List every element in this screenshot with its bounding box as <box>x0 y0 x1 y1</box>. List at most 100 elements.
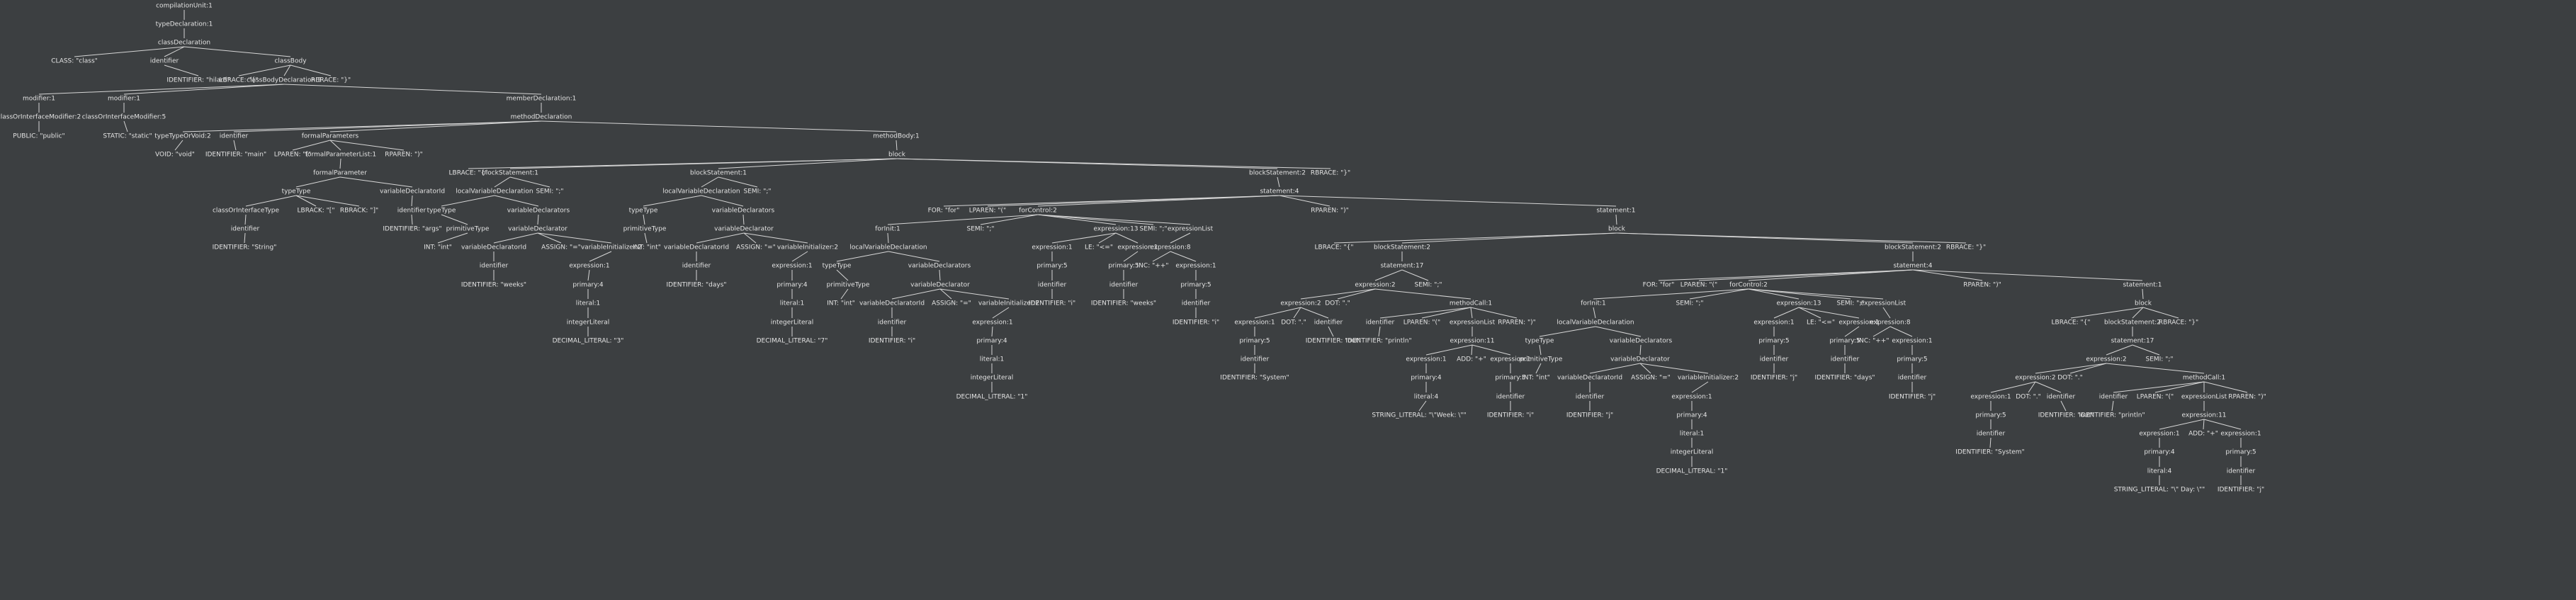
tree-node-label: LPAREN: "(" <box>274 152 311 159</box>
tree-node-label: expression:1 <box>1406 356 1446 363</box>
tree-node-label: FOR: "for" <box>1643 282 1675 289</box>
tree-node-label: identifier <box>2047 394 2076 401</box>
tree-edge <box>1037 214 1117 225</box>
tree-edge <box>74 46 185 57</box>
tree-node-label: localVariableDeclaration <box>849 244 927 251</box>
tree-edge <box>939 288 952 300</box>
tree-node-label: VOID: "void" <box>155 152 195 159</box>
tree-node-label: methodBody:1 <box>873 133 920 140</box>
tree-node-label: IDENTIFIER: "out" <box>2038 412 2094 419</box>
tree-node-label: localVariableDeclaration <box>662 188 740 196</box>
tree-node-label: IDENTIFIER: "days" <box>666 282 726 289</box>
tree-edge <box>329 140 405 151</box>
tree-node-label: ASSIGN: "=" <box>1631 375 1671 382</box>
tree-edge <box>541 120 897 132</box>
tree-edge <box>1470 307 1518 319</box>
tree-node-label: CLASS: "class" <box>51 58 98 65</box>
tree-edge <box>742 214 745 225</box>
tree-edge <box>1639 344 1642 356</box>
tree-node-label: primitiveType <box>446 226 490 233</box>
tree-edge <box>1616 232 1967 244</box>
tree-node-label: RBRACE: "}" <box>2159 319 2198 327</box>
tree-node-label: expressionList <box>1168 226 1214 233</box>
tree-edge <box>38 84 285 95</box>
tree-node-label: RPAREN: ")" <box>385 152 423 159</box>
tree-node-label: SEMI: ";" <box>743 188 771 196</box>
tree-node-label: forInit:1 <box>1581 300 1606 307</box>
tree-node-label: expression:11 <box>2181 412 2226 419</box>
tree-node-label: primary:5 <box>1495 375 1525 382</box>
tree-node-label: primary:4 <box>572 282 604 289</box>
tree-node-label: LE: "<=" <box>1085 244 1113 251</box>
tree-node-label: expression:11 <box>1450 338 1494 345</box>
tree-edge <box>509 158 898 169</box>
tree-edge <box>1798 307 1821 319</box>
tree-node-label: primary:4 <box>1411 375 1442 382</box>
tree-node-label: IDENTIFIER: "i" <box>869 338 915 345</box>
tree-node-label: IDENTIFIER: "j" <box>2218 487 2264 494</box>
tree-node-label: primary:5 <box>1239 338 1270 345</box>
tree-edge <box>295 195 317 207</box>
tree-node-label: expression:13 <box>1776 300 1821 307</box>
tree-node-label: classOrInterfaceType <box>213 208 280 215</box>
tree-edge <box>896 140 898 151</box>
tree-node-label: classBody <box>274 58 307 65</box>
tree-node-label: classDeclaration <box>158 40 210 47</box>
tree-edge <box>2035 363 2107 374</box>
tree-node-label: statement:4 <box>1260 188 1299 196</box>
tree-edge <box>1593 288 1749 300</box>
tree-node-label: literal:1 <box>780 300 805 307</box>
tree-node-label: expression:13 <box>1093 226 1138 233</box>
tree-node-label: STATIC: "static" <box>103 133 152 140</box>
tree-edge <box>174 140 183 151</box>
tree-node-label: variableDeclaratorId <box>859 300 925 307</box>
tree-node-label: literal:1 <box>1680 431 1705 438</box>
tree-edge <box>1912 269 2143 281</box>
tree-edge <box>1748 288 1884 300</box>
tree-edge <box>245 195 297 207</box>
tree-node-label: identifier <box>878 319 907 327</box>
tree-edge <box>1115 232 1139 244</box>
tree-node-label: integerLiteral <box>771 319 814 327</box>
tree-edge <box>339 158 341 169</box>
tree-edge <box>718 176 758 188</box>
tree-node-label: LBRACE: "{" <box>449 170 488 177</box>
tree-edge <box>887 214 1039 225</box>
tree-node-label: variableDeclaratorId <box>380 188 445 196</box>
tree-node-label: DOT: "." <box>2057 375 2083 382</box>
tree-edge <box>1051 232 1117 244</box>
tree-node-label: identifier <box>1977 431 2006 438</box>
tree-node-label: INT: "int" <box>424 244 452 251</box>
tree-node-label: primary:5 <box>1829 338 1860 345</box>
tree-edge <box>1037 214 1154 225</box>
tree-node-label: IDENTIFIER: "j" <box>1751 375 1797 382</box>
tree-edge <box>1535 363 1542 374</box>
tree-node-label: SEMI: ";" <box>1414 282 1442 289</box>
tree-edge <box>1773 307 1800 319</box>
tree-node-label: expression:1 <box>1671 394 1712 401</box>
tree-edge <box>1989 437 1992 448</box>
tree-edge <box>1123 251 1139 262</box>
tree-edge <box>2106 344 2133 356</box>
tree-edge <box>1418 400 1427 412</box>
tree-node-label: identifier <box>1898 375 1927 382</box>
tree-edge <box>164 64 199 77</box>
tree-edge <box>1589 363 1641 374</box>
tree-edge <box>836 269 849 281</box>
tree-edge <box>1037 214 1191 225</box>
tree-edge <box>1882 307 1891 319</box>
tree-edge <box>1300 307 1329 319</box>
tree-node-labels: compilationUnit:1typeDeclaration:1classD… <box>0 3 2266 494</box>
tree-edge <box>244 214 247 225</box>
tree-node-label: primary:4 <box>776 282 808 289</box>
tree-node-label: integerLiteral <box>1671 449 1714 456</box>
tree-edge <box>2106 363 2205 374</box>
tree-node-label: formalParameter <box>313 170 367 177</box>
tree-edge <box>1279 195 1331 207</box>
tree-edge <box>292 140 331 151</box>
tree-node-label: expression:1 <box>1838 319 1879 327</box>
tree-edge <box>718 158 898 169</box>
tree-node-label: forInit:1 <box>875 226 900 233</box>
tree-node-label: IDENTIFIER: "i" <box>1173 319 1219 327</box>
tree-node-label: literal:1 <box>980 356 1005 363</box>
